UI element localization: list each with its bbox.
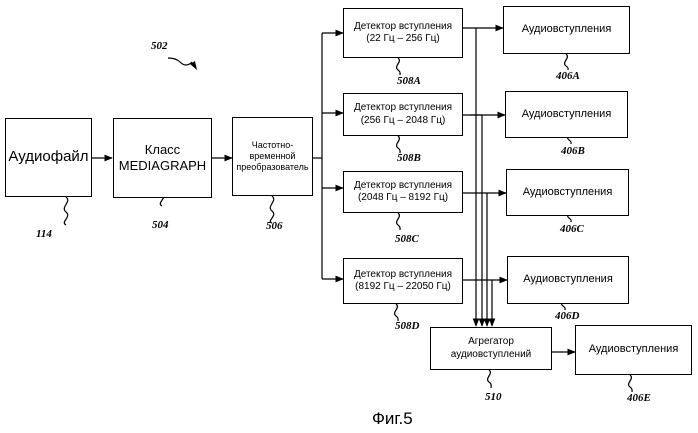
- leader-510: [488, 370, 492, 388]
- ref-508c: 508C: [395, 233, 419, 245]
- ref-406d: 406D: [555, 310, 579, 322]
- ref-504: 504: [152, 219, 169, 231]
- audio-onsets-a-box: Аудиовступления: [503, 6, 630, 54]
- ref-506: 506: [266, 220, 283, 232]
- pointer-502: [168, 58, 192, 65]
- ref-406e: 406E: [627, 392, 651, 404]
- ref-508a: 508A: [397, 75, 421, 87]
- ref-508d: 508D: [395, 320, 419, 332]
- figure-caption: Фиг.5: [372, 409, 413, 429]
- audio-file-box: Аудиофайл: [5, 118, 92, 197]
- leader-114: [64, 197, 67, 225]
- ref-508b: 508B: [397, 152, 421, 164]
- time-frequency-transformer-box: Частотно- временной преобразователь: [232, 117, 313, 196]
- leader-506: [270, 196, 273, 223]
- onset-aggregator-box: Агрегатор аудиовступлений: [430, 327, 552, 370]
- audio-onsets-b-box: Аудиовступления: [505, 91, 628, 138]
- ref-510: 510: [485, 391, 502, 403]
- leader-508d: [395, 304, 399, 321]
- ref-406b: 406B: [561, 145, 585, 157]
- leader-406a: [565, 54, 569, 70]
- onset-detector-c-box: Детектор вступления (2048 Гц – 8192 Гц): [343, 171, 463, 213]
- leader-508a: [397, 58, 401, 75]
- onset-detector-b-box: Детектор вступления (256 Гц – 2048 Гц): [343, 93, 463, 136]
- leader-508b: [397, 136, 401, 153]
- audio-onsets-e-box: Аудиовступления: [575, 325, 692, 375]
- audio-onsets-c-box: Аудиовступления: [506, 169, 629, 216]
- mediagraph-class-box: Класс MEDIAGRAPH: [113, 118, 212, 198]
- onset-detector-d-box: Детектор вступления (8192 Гц – 22050 Гц): [343, 258, 463, 304]
- audio-onsets-d-box: Аудиовступления: [507, 256, 629, 304]
- leader-406e: [629, 375, 633, 392]
- ref-114: 114: [36, 228, 52, 240]
- ref-406a: 406A: [556, 70, 580, 82]
- onset-detector-a-box: Детектор вступления (22 Гц – 256 Гц): [343, 8, 463, 58]
- ref-502: 502: [151, 40, 168, 52]
- leader-508c: [397, 213, 401, 230]
- ref-406c: 406C: [560, 223, 584, 235]
